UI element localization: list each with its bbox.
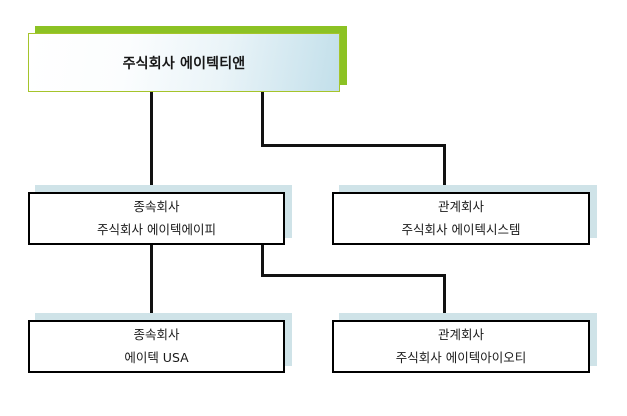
connector-atec-ap-to-atec-iot-segment-down1 [261, 245, 264, 277]
org-node-atec-usa-role: 종속회사 [133, 326, 180, 342]
org-node-atec-iot-body: 관계회사 주식회사 에이텍아이오티 [332, 320, 590, 373]
org-node-atec-system[interactable]: 관계회사 주식회사 에이텍시스템 [332, 185, 597, 245]
connector-root-to-atec-system-segment-down2 [443, 144, 446, 192]
connector-atec-ap-to-atec-iot-segment-down2 [443, 274, 446, 320]
org-node-root-name: 주식회사 에이텍티앤 [122, 55, 246, 72]
org-node-atec-usa[interactable]: 종속회사 에이텍 USA [28, 313, 292, 373]
connector-root-to-atec-system-segment-down1 [261, 92, 264, 147]
org-node-atec-iot-name: 주식회사 에이텍아이오티 [395, 350, 527, 365]
org-node-atec-iot[interactable]: 관계회사 주식회사 에이텍아이오티 [332, 313, 597, 373]
connector-atec-ap-to-atec-usa [150, 245, 153, 320]
org-node-atec-usa-body: 종속회사 에이텍 USA [28, 320, 285, 373]
org-node-root[interactable]: 주식회사 에이텍티앤 [28, 26, 347, 92]
org-node-atec-ap-name: 주식회사 에이텍에이피 [97, 222, 216, 237]
org-node-atec-usa-name: 에이텍 USA [124, 350, 189, 365]
org-node-atec-system-body: 관계회사 주식회사 에이텍시스템 [332, 192, 590, 245]
connector-root-to-atec-system-segment-right [261, 144, 446, 147]
org-node-atec-ap-body: 종속회사 주식회사 에이텍에이피 [28, 192, 285, 245]
org-node-atec-iot-role: 관계회사 [437, 326, 484, 342]
org-node-atec-ap-role: 종속회사 [133, 198, 180, 214]
org-node-root-body: 주식회사 에이텍티앤 [28, 33, 340, 92]
org-node-atec-ap[interactable]: 종속회사 주식회사 에이텍에이피 [28, 185, 292, 245]
connector-atec-ap-to-atec-iot-segment-right [261, 274, 446, 277]
org-node-atec-system-role: 관계회사 [437, 198, 484, 214]
org-node-atec-system-name: 주식회사 에이텍시스템 [401, 222, 521, 237]
connector-root-to-atec-ap [150, 92, 153, 192]
